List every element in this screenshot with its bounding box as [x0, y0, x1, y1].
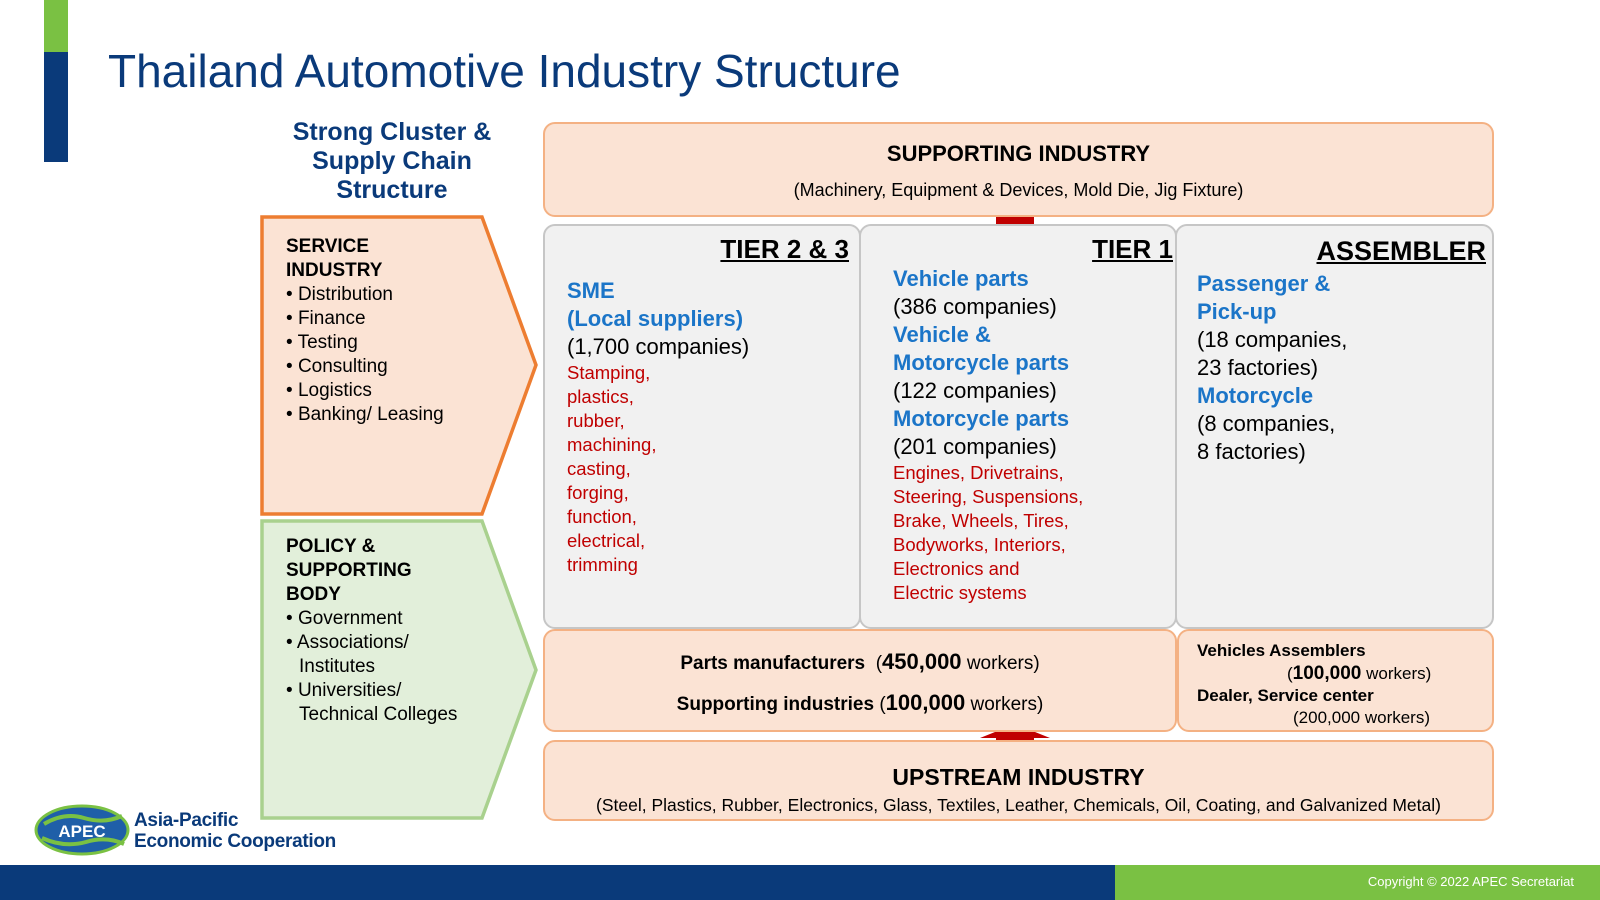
part-item: Electric systems — [893, 582, 1027, 603]
footer-bar-blue — [0, 865, 1115, 900]
apec-logo-line: Asia-Pacific — [134, 810, 239, 831]
part-item: Engines, Drivetrains, — [893, 462, 1064, 483]
vehicle-motorcycle-parts-label: Motorcycle parts — [893, 350, 1070, 375]
tier-2-3-title: TIER 2 & 3 — [720, 234, 849, 264]
tier-2-3-box: TIER 2 & 3 SME (Local suppliers) (1,700 … — [543, 224, 861, 629]
upstream-industry-subtitle: (Steel, Plastics, Rubber, Electronics, G… — [596, 795, 1441, 815]
process-item: forging, — [567, 482, 629, 503]
list-item: • Testing — [286, 332, 358, 353]
process-item: electrical, — [567, 530, 646, 551]
motorcycle-parts-label: Motorcycle parts — [893, 406, 1070, 431]
tier-1-content: Vehicle parts (386 companies) Vehicle & … — [893, 265, 1183, 605]
tier-2-3-content: SME (Local suppliers) (1,700 companies) … — [567, 277, 857, 577]
vehicle-parts-count: (386 companies) — [893, 294, 1057, 319]
dealer-service-label: Dealer, Service center — [1197, 686, 1374, 705]
process-item: trimming — [567, 554, 638, 575]
assembler-content: Passenger & Pick-up (18 companies, 23 fa… — [1197, 270, 1487, 466]
list-item-continued: Institutes — [299, 656, 376, 677]
part-item: Bodyworks, Interiors, — [893, 534, 1066, 555]
apec-logo-line: Economic Cooperation — [134, 831, 336, 852]
service-industry-text: SERVICE INDUSTRY • Distribution • Financ… — [286, 235, 486, 427]
list-item: • Government — [286, 608, 403, 629]
process-item: casting, — [567, 458, 631, 479]
copyright-text: Copyright © 2022 APEC Secretariat — [1367, 874, 1574, 889]
policy-heading: BODY — [286, 584, 341, 605]
motorcycle-count: 8 factories) — [1197, 439, 1306, 464]
list-item: • Distribution — [286, 284, 393, 305]
process-item: machining, — [567, 434, 657, 455]
policy-body-pentagon — [260, 519, 538, 820]
motorcycle-parts-count: (201 companies) — [893, 434, 1057, 459]
process-item: rubber, — [567, 410, 625, 431]
apec-logo: APEC — [34, 804, 130, 856]
motorcycle-label: Motorcycle — [1197, 383, 1314, 408]
accent-bar-green — [44, 0, 68, 52]
policy-heading: SUPPORTING — [286, 560, 412, 581]
list-item: • Finance — [286, 308, 366, 329]
cluster-heading: Strong Cluster & Supply Chain Structure — [292, 118, 492, 204]
accent-bar-blue — [44, 52, 68, 162]
list-item: • Logistics — [286, 380, 372, 401]
assembler-title: ASSEMBLER — [1316, 236, 1486, 266]
assemblers-workers-unit: workers) — [1366, 664, 1432, 683]
list-item-continued: Technical Colleges — [299, 704, 458, 725]
workers-parts-box: Parts manufacturers (450,000 workers) Su… — [543, 629, 1177, 732]
parts-workers-unit: workers) — [966, 653, 1040, 674]
policy-heading: POLICY & — [286, 536, 376, 557]
sme-count: (1,700 companies) — [567, 334, 750, 359]
parts-manufacturers-label: Parts manufacturers — [680, 653, 866, 674]
service-heading: SERVICE — [286, 236, 370, 257]
process-item: function, — [567, 506, 637, 527]
upstream-industry-title: UPSTREAM INDUSTRY — [892, 764, 1145, 790]
tier-1-box: TIER 1 Vehicle parts (386 companies) Veh… — [859, 224, 1177, 629]
list-item: • Banking/ Leasing — [286, 404, 444, 425]
process-item: Stamping, — [567, 362, 651, 383]
process-item: plastics, — [567, 386, 634, 407]
supporting-industries-label: Supporting industries — [676, 694, 875, 715]
vehicle-parts-label: Vehicle parts — [893, 266, 1029, 291]
footer-bar-green — [1115, 865, 1600, 900]
tier-1-title: TIER 1 — [1092, 234, 1173, 264]
supporting-industries-line: Supporting industries (100,000 workers) — [676, 690, 1044, 715]
passenger-pickup-label: Pick-up — [1197, 299, 1277, 324]
supporting-industry-box: SUPPORTING INDUSTRY (Machinery, Equipmen… — [543, 122, 1494, 217]
service-industry-pentagon — [260, 215, 538, 516]
assemblers-workers-number: 100,000 — [1292, 663, 1362, 684]
sme-label: SME — [567, 278, 615, 303]
passenger-pickup-count: (18 companies, — [1197, 327, 1348, 352]
service-heading: INDUSTRY — [286, 260, 383, 281]
supporting-industry-title: SUPPORTING INDUSTRY — [886, 141, 1151, 166]
motorcycle-count: (8 companies, — [1197, 411, 1336, 436]
dealer-service-workers: (200,000 workers) — [1293, 708, 1431, 727]
part-item: Steering, Suspensions, — [893, 486, 1084, 507]
passenger-pickup-count: 23 factories) — [1197, 355, 1319, 380]
list-item: • Universities/ — [286, 680, 402, 701]
vehicle-motorcycle-parts-label: Vehicle & — [893, 322, 991, 347]
parts-workers-number: 450,000 — [882, 649, 962, 674]
apec-logo-text: Asia-Pacific Economic Cooperation — [134, 810, 336, 852]
workers-assembler-box: Vehicles Assemblers (100,000 workers) De… — [1177, 629, 1494, 732]
vehicles-assemblers-workers: (100,000 workers) — [1287, 663, 1432, 684]
apec-badge-text: APEC — [58, 822, 105, 841]
vehicle-motorcycle-parts-count: (122 companies) — [893, 378, 1057, 403]
list-item: • Associations/ — [286, 632, 409, 653]
passenger-pickup-label: Passenger & — [1197, 271, 1331, 296]
policy-body-text: POLICY & SUPPORTING BODY • Government • … — [286, 535, 486, 727]
supporting-workers-unit: workers) — [970, 694, 1044, 715]
parts-manufacturers-line: Parts manufacturers (450,000 workers) — [680, 649, 1040, 674]
sme-label: (Local suppliers) — [567, 306, 744, 331]
assembler-box: ASSEMBLER Passenger & Pick-up (18 compan… — [1175, 224, 1494, 629]
supporting-workers-number: 100,000 — [885, 690, 966, 715]
part-item: Electronics and — [893, 558, 1020, 579]
supporting-industry-subtitle: (Machinery, Equipment & Devices, Mold Di… — [793, 180, 1244, 200]
list-item: • Consulting — [286, 356, 388, 377]
vehicles-assemblers-label: Vehicles Assemblers — [1197, 641, 1366, 660]
upstream-industry-box: UPSTREAM INDUSTRY (Steel, Plastics, Rubb… — [543, 740, 1494, 821]
page-title: Thailand Automotive Industry Structure — [108, 45, 901, 97]
part-item: Brake, Wheels, Tires, — [893, 510, 1069, 531]
